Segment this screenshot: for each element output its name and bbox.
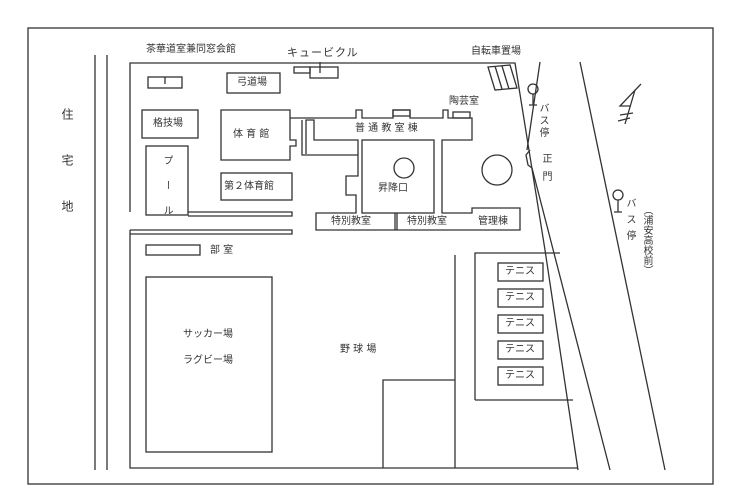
bus-stop-2-name: （浦安高校前） <box>641 205 652 275</box>
tennis-label: テニス <box>505 266 535 277</box>
north-arrow-icon <box>617 83 642 125</box>
entrance-label: 昇降口 <box>378 183 408 194</box>
tennis-label: テニス <box>505 344 535 355</box>
main-gate-label: 正門 <box>540 153 551 189</box>
special1-label: 特別教室 <box>331 216 371 227</box>
tennis-court <box>497 340 544 360</box>
courtyard-block <box>361 139 435 214</box>
pool <box>145 145 189 216</box>
tea-hall-label: 茶華道室兼同窓会館 <box>146 44 236 55</box>
gym2-label: 第２体育館 <box>224 181 274 192</box>
soccer-field <box>145 276 273 453</box>
cubicle-small <box>293 66 311 74</box>
campus-boundary-north <box>129 62 546 251</box>
tennis-court <box>497 288 544 308</box>
archery-label: 弓道場 <box>237 77 267 88</box>
courtyard-circle <box>393 157 415 179</box>
walkway <box>130 211 293 235</box>
pool-label: プ ー ル <box>161 155 172 222</box>
tennis-label: テニス <box>505 292 535 303</box>
front-circle <box>481 154 513 186</box>
ceramics-label: 陶芸室 <box>449 96 479 107</box>
tennis-area <box>474 252 560 400</box>
baseball-label: 野 球 場 <box>340 344 377 355</box>
bicycle-label: 自転車置場 <box>471 46 521 57</box>
campus-boundary-east <box>544 249 579 471</box>
soccer-label: サッカー場 <box>183 329 233 340</box>
classroom-label: 普 通 教 室 棟 <box>355 123 418 134</box>
club-room <box>145 244 201 256</box>
east-road-outer-line <box>579 61 666 471</box>
small-room <box>392 109 411 117</box>
martial-arts-building <box>141 109 199 139</box>
campus-boundary-west <box>129 230 578 469</box>
connecting-corridor <box>301 120 358 156</box>
gym-building <box>220 109 297 161</box>
bus-stop-icon <box>527 83 539 106</box>
gym-label: 体 育 館 <box>233 129 270 140</box>
bus-stop-icon <box>612 189 624 213</box>
baseball-inner-box <box>382 379 455 468</box>
tennis-court <box>497 314 544 334</box>
bicycle-parking <box>487 64 518 91</box>
gym2-building <box>220 172 293 201</box>
cubicle-building <box>309 66 339 79</box>
special2-label: 特別教室 <box>407 216 447 227</box>
rugby-label: ラグビー場 <box>183 355 233 366</box>
archery-building <box>226 72 281 94</box>
map-frame <box>27 27 714 485</box>
east-road-inner-line <box>525 61 611 471</box>
martial-arts-label: 格技場 <box>153 118 183 129</box>
club-label: 部 室 <box>210 245 234 256</box>
residential-label: 住宅地 <box>60 108 74 246</box>
tennis-court <box>497 366 544 386</box>
bus-stop-2-label: バス停 <box>624 198 635 246</box>
bus-stop-1-label: バス停 <box>537 103 548 139</box>
admin-label: 管理棟 <box>478 216 508 227</box>
tennis-court <box>497 262 544 282</box>
tennis-label: テニス <box>505 370 535 381</box>
ceramics-room <box>452 111 471 119</box>
tennis-label: テニス <box>505 318 535 329</box>
cubicle-label: キュービクル <box>287 46 359 59</box>
